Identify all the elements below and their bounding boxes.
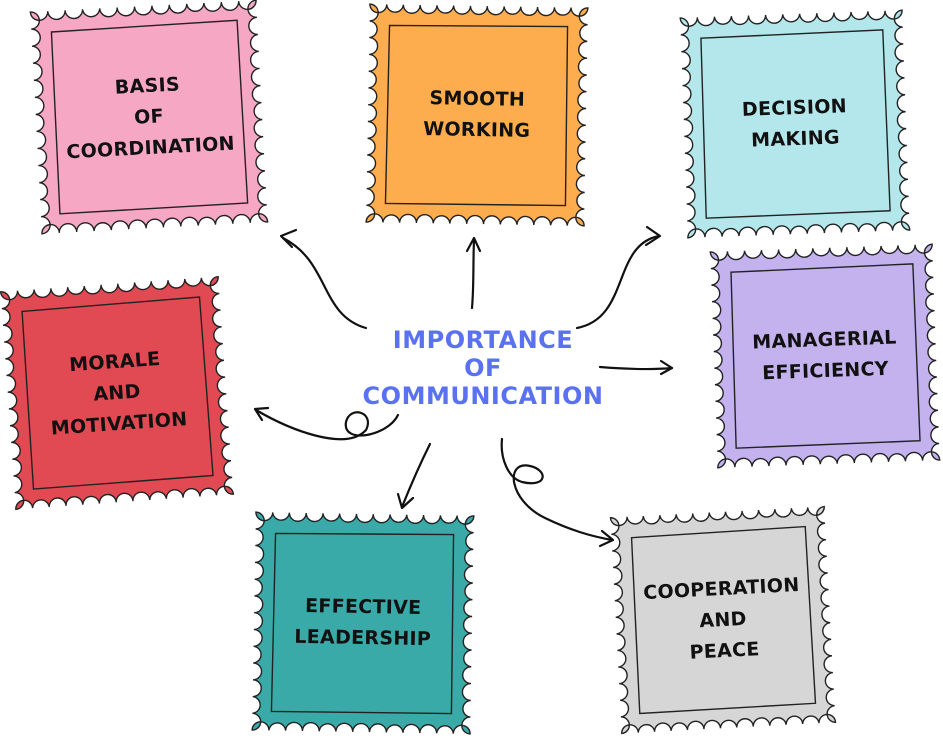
stamp-body [609, 505, 837, 735]
arrow-to-decision-making [575, 234, 661, 330]
stamp-shape [29, 0, 269, 235]
arrow-to-basis-of-coordination [281, 236, 368, 330]
stamp-shape [365, 3, 589, 227]
stamp-body [679, 9, 911, 239]
stamp-inner-frame [630, 525, 817, 715]
stamp-label-managerial-efficiency: MANAGERIAL EFFICIENCY [751, 326, 897, 385]
stamp-body [251, 511, 475, 735]
arrowhead-cooperation-and-peace [598, 529, 615, 548]
stamp-shape [709, 243, 941, 469]
arrowhead-smooth-working [465, 236, 482, 253]
stamp-label-smooth-working: SMOOTH WORKING [422, 87, 531, 142]
arrow-to-cooperation-and-peace [500, 437, 614, 542]
stamp-label-effective-leadership: EFFECTIVE LEADERSHIP [294, 594, 432, 651]
center-title: IMPORTANCE OF COMMUNICATION [362, 326, 604, 410]
arrow-to-effective-leadership [400, 442, 432, 509]
stamp-managerial-efficiency: MANAGERIAL EFFICIENCY [709, 243, 941, 469]
arrow-to-smooth-working [470, 238, 476, 310]
stamp-inner-frame [270, 532, 455, 715]
stamp-shape [679, 9, 911, 239]
arrow-to-morale-and-motivation [254, 408, 400, 441]
arrow-to-managerial-efficiency [598, 365, 674, 371]
stamp-inner-frame [384, 24, 569, 207]
stamp-inner-frame [50, 19, 249, 215]
stamp-label-decision-making: DECISION MAKING [741, 95, 848, 152]
stamp-body [709, 243, 941, 469]
stamp-cooperation-and-peace: COOPERATION AND PEACE [609, 505, 837, 735]
stamp-label-cooperation-and-peace: COOPERATION AND PEACE [642, 573, 801, 664]
stamp-body [365, 3, 589, 227]
stamp-shape [609, 505, 837, 735]
stamp-inner-frame [700, 29, 891, 219]
stamp-smooth-working: SMOOTH WORKING [365, 3, 589, 227]
stamp-label-morale-and-motivation: MORALE AND MOTIVATION [50, 347, 189, 440]
stamp-shape [0, 275, 235, 511]
stamp-basis-of-coordination: BASIS OF COORDINATION [29, 0, 269, 235]
stamp-shape [251, 511, 475, 735]
stamp-effective-leadership: EFFECTIVE LEADERSHIP [251, 511, 475, 735]
arrowhead-effective-leadership [396, 492, 415, 510]
arrowhead-managerial-efficiency [659, 359, 674, 376]
stamp-decision-making: DECISION MAKING [679, 9, 911, 239]
stamp-body [0, 275, 235, 511]
arrowhead-morale-and-motivation [253, 406, 270, 422]
stamp-label-basis-of-coordination: BASIS OF COORDINATION [65, 72, 236, 163]
stamp-inner-frame [730, 263, 921, 449]
stamp-inner-frame [21, 296, 214, 490]
stamp-morale-and-motivation: MORALE AND MOTIVATION [0, 275, 235, 511]
arrowhead-decision-making [644, 225, 662, 247]
stamp-body [29, 0, 269, 235]
arrowhead-basis-of-coordination [279, 228, 298, 249]
